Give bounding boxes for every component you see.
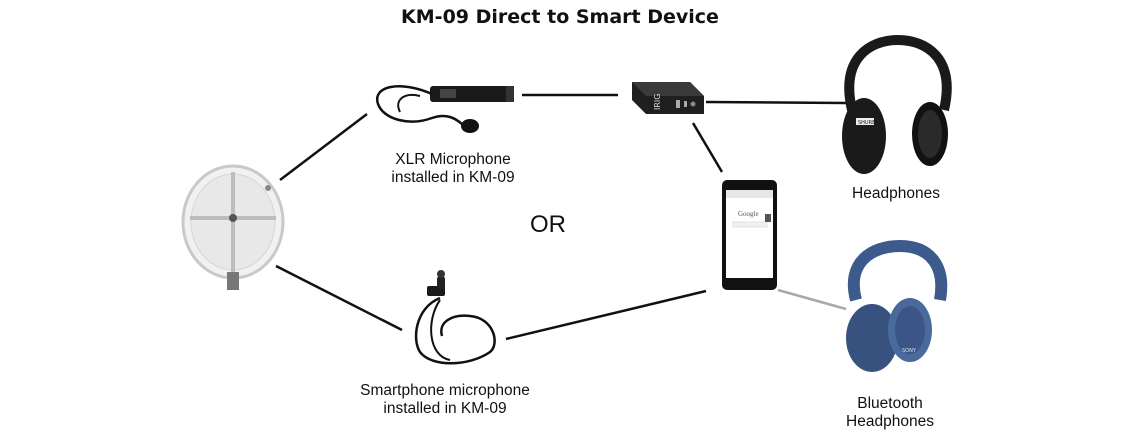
smartphone-mic-label-line1: Smartphone microphone <box>360 382 530 399</box>
diagram-title: KM-09 Direct to Smart Device <box>401 6 719 28</box>
headphones-icon: SHURE <box>842 34 952 174</box>
line-dish-to-xlr <box>279 113 368 181</box>
headphones-brand-text: SHURE <box>858 120 875 126</box>
line-interface-to-headphones <box>705 100 847 105</box>
headphones-label-line1: Headphones <box>852 185 940 202</box>
bluetooth-label-line1: Bluetooth <box>857 395 923 412</box>
line-lav-to-phone <box>505 289 707 341</box>
interface-brand-text: IRIG <box>653 94 662 110</box>
lavalier-microphone-icon <box>414 270 496 365</box>
smartphone-icon: Google <box>722 180 777 290</box>
phone-screen-logo: Google <box>738 210 759 218</box>
label-bluetooth-headphones: Bluetooth Headphones <box>830 395 950 431</box>
label-xlr-microphone: XLR Microphone installed in KM-09 <box>358 151 548 187</box>
parabolic-dish-icon <box>181 164 285 290</box>
label-smartphone-microphone: Smartphone microphone installed in KM-09 <box>340 382 550 418</box>
label-headphones: Headphones <box>836 185 956 203</box>
line-phone-to-bluetooth <box>777 288 847 311</box>
xlr-label-line1: XLR Microphone <box>395 151 511 168</box>
line-interface-to-phone <box>691 122 724 173</box>
xlr-microphone-icon <box>375 85 514 133</box>
line-dish-to-lav <box>275 264 403 332</box>
bluetooth-headphones-icon: SONY <box>846 239 948 372</box>
or-separator: OR <box>530 211 566 238</box>
xlr-label-line2: installed in KM-09 <box>391 169 515 186</box>
bluetooth-label-line2: Headphones <box>846 413 934 430</box>
connector-lines <box>275 93 847 341</box>
smartphone-mic-label-line2: installed in KM-09 <box>383 400 507 417</box>
bluetooth-brand-text: SONY <box>902 348 917 354</box>
audio-interface-icon: IRIG <box>632 82 704 114</box>
